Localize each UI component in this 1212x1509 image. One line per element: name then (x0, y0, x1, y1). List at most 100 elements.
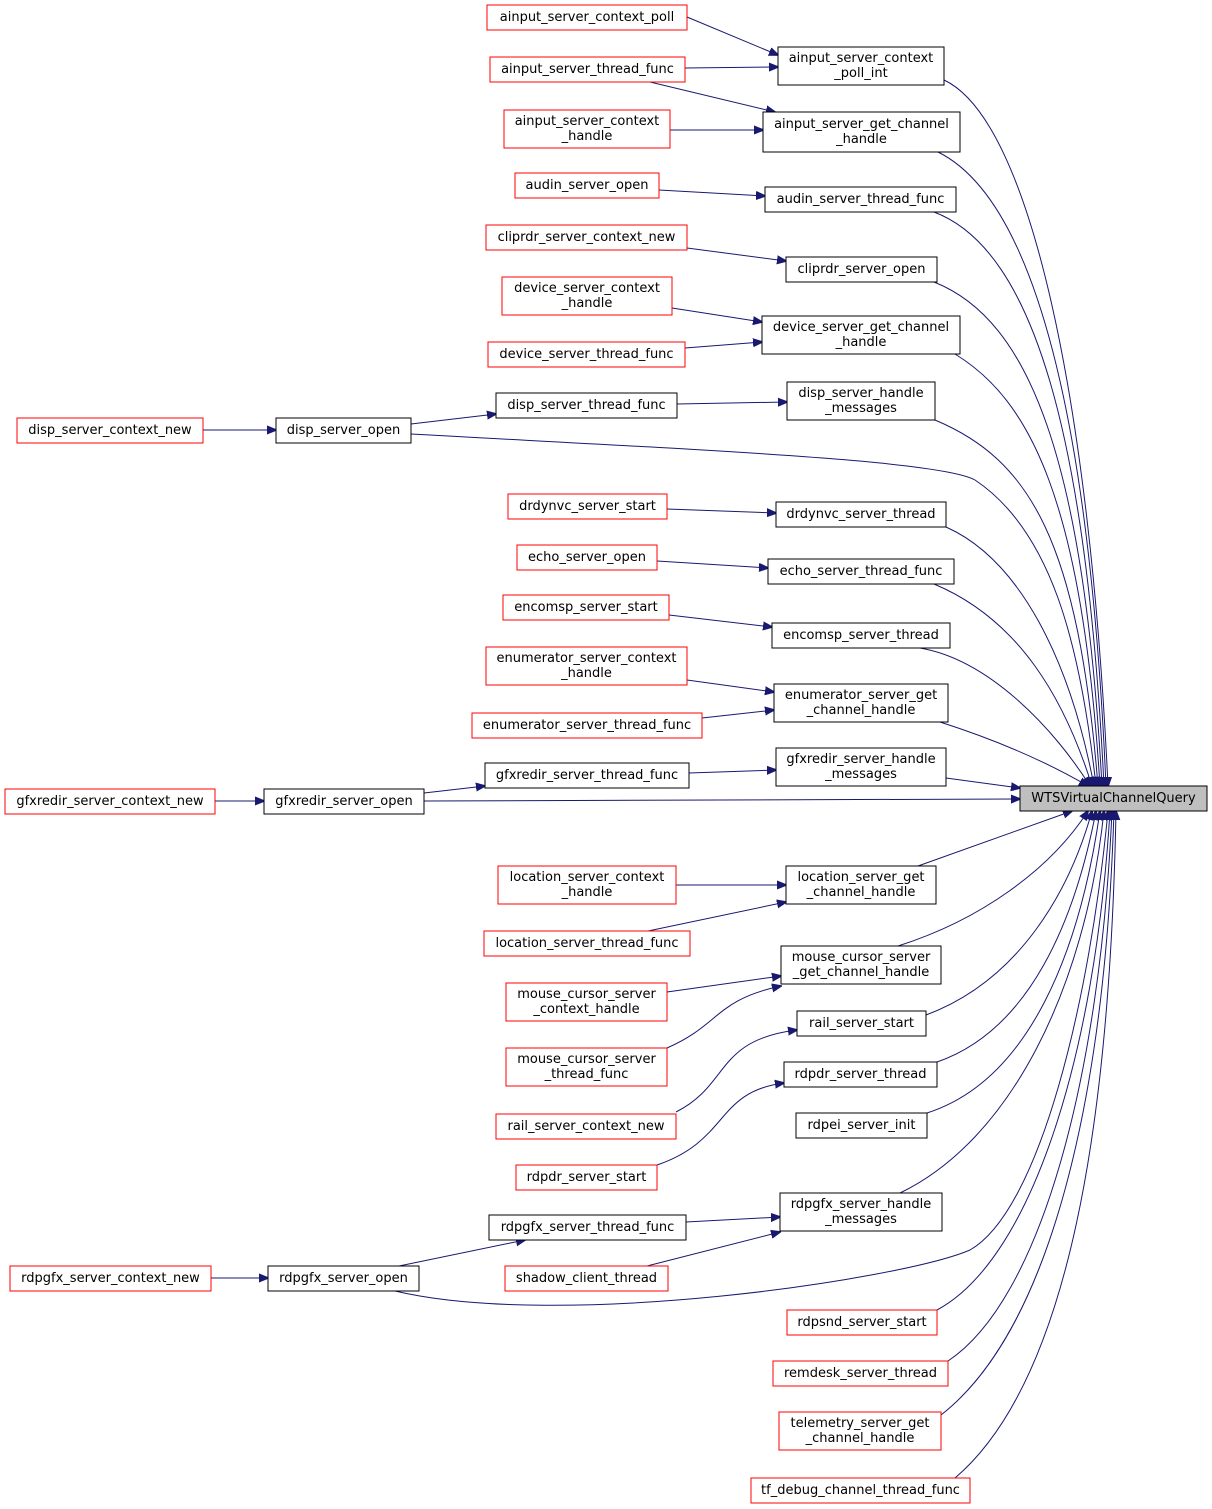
node-gfxredir-server-context-new[interactable]: gfxredir_server_context_new (4, 788, 216, 815)
node-gfxredir-server-open[interactable]: gfxredir_server_open (263, 788, 425, 815)
node-box[interactable] (779, 1192, 943, 1232)
node-audin-server-open[interactable]: audin_server_open (514, 172, 660, 199)
node-box[interactable] (775, 501, 947, 528)
node-box[interactable] (785, 865, 937, 905)
node-drdynvc-server-thread[interactable]: drdynvc_server_thread (775, 501, 947, 528)
node-box[interactable] (4, 788, 216, 815)
node-ainput-server-thread-func[interactable]: ainput_server_thread_func (489, 56, 686, 83)
node-location-server-thread-func[interactable]: location_server_thread_func (483, 930, 691, 957)
node-cliprdr-server-open[interactable]: cliprdr_server_open (785, 256, 938, 283)
node-location-server-get-channel-handle[interactable]: location_server_get_channel_handle (785, 865, 937, 905)
node-box[interactable] (771, 622, 951, 649)
node-echo-server-thread-func[interactable]: echo_server_thread_func (767, 558, 955, 585)
node-box[interactable] (505, 1047, 668, 1087)
node-ainput-server-context-poll[interactable]: ainput_server_context_poll (486, 4, 688, 31)
node-rail-server-context-new[interactable]: rail_server_context_new (495, 1113, 677, 1140)
node-box[interactable] (1019, 785, 1208, 812)
node-box[interactable] (267, 1265, 420, 1292)
node-box[interactable] (483, 930, 691, 957)
node-rdpei-server-init[interactable]: rdpei_server_init (795, 1112, 928, 1139)
node-box[interactable] (516, 544, 658, 571)
node-drdynvc-server-start[interactable]: drdynvc_server_start (507, 493, 668, 520)
node-box[interactable] (786, 381, 936, 421)
node-enumerator-server-thread-func[interactable]: enumerator_server_thread_func (471, 712, 703, 739)
node-encomsp-server-start[interactable]: encomsp_server_start (502, 594, 670, 621)
node-location-server-context-handle[interactable]: location_server_context_handle (497, 865, 677, 905)
node-disp-server-context-new[interactable]: disp_server_context_new (16, 417, 204, 444)
node-box[interactable] (495, 1113, 677, 1140)
node-device-server-context-handle[interactable]: device_server_context_handle (501, 276, 673, 316)
node-box[interactable] (507, 493, 668, 520)
node-box[interactable] (488, 1214, 687, 1241)
node-box[interactable] (504, 1265, 669, 1292)
node-box[interactable] (767, 558, 955, 585)
node-ainput-server-context-handle[interactable]: ainput_server_context_handle (503, 109, 671, 149)
node-encomsp-server-thread[interactable]: encomsp_server_thread (771, 622, 951, 649)
node-box[interactable] (785, 256, 938, 283)
node-box[interactable] (503, 109, 671, 149)
node-box[interactable] (764, 186, 957, 213)
node-box[interactable] (514, 172, 660, 199)
node-box[interactable] (780, 945, 942, 985)
node-tf-debug-channel-thread-func[interactable]: tf_debug_channel_thread_func (750, 1477, 971, 1504)
node-echo-server-open[interactable]: echo_server_open (516, 544, 658, 571)
node-enumerator-server-get-channel-handle[interactable]: enumerator_server_get_channel_handle (773, 683, 949, 723)
node-box[interactable] (9, 1265, 212, 1292)
node-rail-server-start[interactable]: rail_server_start (796, 1010, 927, 1037)
node-disp-server-open[interactable]: disp_server_open (275, 417, 412, 444)
node-box[interactable] (497, 865, 677, 905)
node-rdpgfx-server-thread-func[interactable]: rdpgfx_server_thread_func (488, 1214, 687, 1241)
node-box[interactable] (515, 1164, 658, 1191)
node-box[interactable] (750, 1477, 971, 1504)
node-gfxredir-server-handle-messages[interactable]: gfxredir_server_handle_messages (775, 747, 947, 787)
node-disp-server-handle-messages[interactable]: disp_server_handle_messages (786, 381, 936, 421)
node-box[interactable] (775, 747, 947, 787)
node-rdpgfx-server-open[interactable]: rdpgfx_server_open (267, 1265, 420, 1292)
node-shadow-client-thread[interactable]: shadow_client_thread (504, 1265, 669, 1292)
node-telemetry-server-get-channel-handle[interactable]: telemetry_server_get_channel_handle (778, 1411, 942, 1451)
node-box[interactable] (761, 315, 961, 355)
node-cliprdr-server-context-new[interactable]: cliprdr_server_context_new (485, 224, 688, 251)
node-box[interactable] (777, 46, 945, 86)
node-box[interactable] (778, 1411, 942, 1451)
node-box[interactable] (484, 762, 690, 789)
node-box[interactable] (795, 1112, 928, 1139)
node-box[interactable] (501, 276, 673, 316)
node-ainput-server-get-channel-handle[interactable]: ainput_server_get_channel_handle (762, 111, 961, 153)
node-box[interactable] (783, 1061, 938, 1088)
node-enumerator-server-context-handle[interactable]: enumerator_server_context_handle (485, 646, 688, 686)
node-box[interactable] (487, 341, 686, 368)
node-rdpdr-server-thread[interactable]: rdpdr_server_thread (783, 1061, 938, 1088)
node-box[interactable] (486, 4, 688, 31)
node-mouse-cursor-server-get-channel-handle[interactable]: mouse_cursor_server_get_channel_handle (780, 945, 942, 985)
node-gfxredir-server-thread-func[interactable]: gfxredir_server_thread_func (484, 762, 690, 789)
node-mouse-cursor-server-context-handle[interactable]: mouse_cursor_server_context_handle (505, 982, 668, 1022)
node-box[interactable] (489, 56, 686, 83)
node-device-server-thread-func[interactable]: device_server_thread_func (487, 341, 686, 368)
node-box[interactable] (16, 417, 204, 444)
node-mouse-cursor-server-thread-func[interactable]: mouse_cursor_server_thread_func (505, 1047, 668, 1087)
node-box[interactable] (263, 788, 425, 815)
node-ainput-server-context-poll-int[interactable]: ainput_server_context_poll_int (777, 46, 945, 86)
node-box[interactable] (485, 224, 688, 251)
node-box[interactable] (471, 712, 703, 739)
node-audin-server-thread-func[interactable]: audin_server_thread_func (764, 186, 957, 213)
node-box[interactable] (485, 646, 688, 686)
node-box[interactable] (495, 392, 678, 419)
node-rdpgfx-server-context-new[interactable]: rdpgfx_server_context_new (9, 1265, 212, 1292)
node-box[interactable] (275, 417, 412, 444)
node-rdpsnd-server-start[interactable]: rdpsnd_server_start (786, 1309, 938, 1336)
node-disp-server-thread-func[interactable]: disp_server_thread_func (495, 392, 678, 419)
node-device-server-get-channel-handle[interactable]: device_server_get_channel_handle (761, 315, 961, 355)
node-box[interactable] (772, 1360, 949, 1387)
node-box[interactable] (786, 1309, 938, 1336)
node-remdesk-server-thread[interactable]: remdesk_server_thread (772, 1360, 949, 1387)
node-box[interactable] (505, 982, 668, 1022)
node-box[interactable] (762, 111, 961, 153)
node-box[interactable] (796, 1010, 927, 1037)
node-box[interactable] (773, 683, 949, 723)
node-box[interactable] (502, 594, 670, 621)
node-rdpdr-server-start[interactable]: rdpdr_server_start (515, 1164, 658, 1191)
node-wtsvirtualchannelquery[interactable]: WTSVirtualChannelQuery (1019, 785, 1208, 812)
node-rdpgfx-server-handle-messages[interactable]: rdpgfx_server_handle_messages (779, 1192, 943, 1232)
